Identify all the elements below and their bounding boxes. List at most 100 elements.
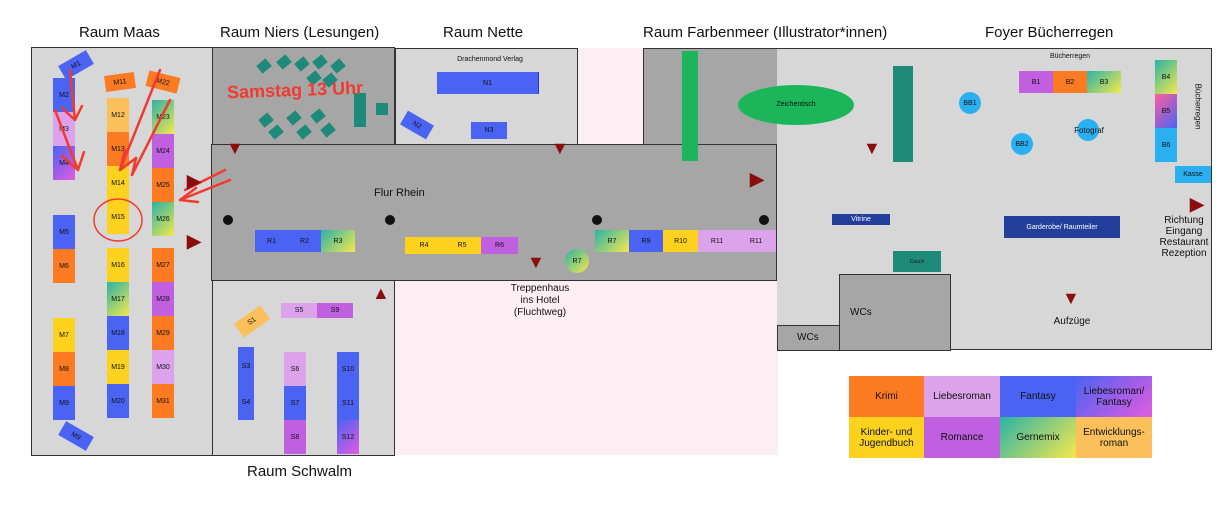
legend-kinder-jugendbuch: Kinder- und Jugendbuch: [849, 417, 924, 458]
legend-gernemix: Gernemix: [1000, 417, 1076, 458]
stand-m24[interactable]: M24: [152, 134, 174, 168]
stand-s9[interactable]: S9: [317, 303, 353, 318]
legend-krimi: Krimi: [849, 376, 924, 417]
stand-bb2[interactable]: BB2: [1011, 133, 1033, 155]
stand-m29[interactable]: M29: [152, 316, 174, 350]
arrow-maas-right-1: ▶: [187, 171, 201, 191]
stand-b2[interactable]: B2: [1053, 71, 1087, 93]
arrow-flur-right: ▶: [750, 169, 764, 189]
fotograf-circle: [1077, 119, 1099, 141]
stand-m31[interactable]: M31: [152, 384, 174, 418]
wc-right: [839, 274, 951, 351]
stand-m2[interactable]: M2: [53, 78, 75, 112]
stand-m20[interactable]: M20: [107, 384, 129, 418]
flur-rhein-label: Flur Rhein: [374, 187, 425, 199]
stand-m25[interactable]: M25: [152, 168, 174, 202]
stand-m8[interactable]: M8: [53, 352, 75, 386]
stand-n3[interactable]: N3: [471, 122, 507, 139]
stand-m19[interactable]: M19: [107, 350, 129, 384]
stand-r10[interactable]: R10: [663, 230, 698, 252]
stand-b4[interactable]: B4: [1155, 60, 1177, 94]
stand-m4[interactable]: M4: [53, 146, 75, 180]
stand-m9[interactable]: M9: [53, 386, 75, 420]
stand-m26[interactable]: M26: [152, 202, 174, 236]
arrow-nette-down: ▼: [551, 138, 569, 158]
treppenhaus-label: Treppenhaus ins Hotel (Fluchtweg): [510, 283, 570, 318]
legend-romance: Romance: [924, 417, 1000, 458]
legend-liebesroman: Liebesroman: [924, 376, 1000, 417]
legend-fantasy: Fantasy: [1000, 376, 1076, 417]
arrow-aufzuege-down: ▼: [1062, 288, 1080, 308]
legend-liebesroman-fantasy: Liebesroman/ Fantasy: [1076, 376, 1152, 417]
couch: Couch: [893, 251, 941, 272]
room-label-maas: Raum Maas: [79, 24, 160, 41]
room-flur-rhein: [211, 144, 777, 281]
stand-m18[interactable]: M18: [107, 316, 129, 350]
pillar-4: [759, 215, 769, 225]
stand-m28[interactable]: M28: [152, 282, 174, 316]
stand-m16[interactable]: M16: [107, 248, 129, 282]
stand-bb1[interactable]: BB1: [959, 92, 981, 114]
stand-m30[interactable]: M30: [152, 350, 174, 384]
stand-n1[interactable]: N1: [437, 72, 539, 94]
kasse[interactable]: Kasse: [1175, 166, 1211, 183]
stand-m6[interactable]: M6: [53, 249, 75, 283]
stand-r3[interactable]: R3: [321, 230, 355, 252]
stand-s4[interactable]: S4: [238, 385, 254, 420]
zeichentisch: [738, 85, 854, 125]
arrow-niers-down: ▼: [226, 138, 244, 158]
room-label-farbenmeer: Raum Farbenmeer (Illustrator*innen): [643, 24, 888, 41]
room-label-nette: Raum Nette: [443, 24, 524, 41]
stand-b3[interactable]: B3: [1087, 71, 1121, 93]
stand-m12[interactable]: M12: [107, 98, 129, 132]
stand-r6[interactable]: R6: [481, 237, 518, 254]
buecherregen-vertical-label: Bücherregen: [1193, 83, 1203, 130]
zeichentisch-label: Zeichentisch: [776, 101, 816, 108]
wcs-label-left: WCs: [797, 332, 819, 343]
stand-m15[interactable]: M15: [107, 200, 129, 234]
richtung-label: Richtung Eingang Restaurant Rezeption: [1159, 215, 1209, 259]
stand-s8[interactable]: S8: [284, 420, 306, 454]
niers-seating: [256, 54, 388, 140]
stand-r11a[interactable]: R11: [698, 230, 736, 252]
stand-s10[interactable]: S10: [337, 352, 359, 386]
stand-r4[interactable]: R4: [405, 237, 443, 254]
stand-s7[interactable]: S7: [284, 386, 306, 420]
stand-s5[interactable]: S5: [281, 303, 317, 318]
aufzuege-label: Aufzüge: [1053, 316, 1091, 327]
farbenmeer-table-1: [682, 51, 698, 161]
legend-entwicklungsroman: Entwicklungs- roman: [1076, 417, 1152, 458]
stand-s6[interactable]: S6: [284, 352, 306, 386]
stand-s12[interactable]: S12: [337, 420, 359, 454]
stand-r1[interactable]: R1: [255, 230, 288, 252]
arrow-farbenmeer-down: ▼: [863, 138, 881, 158]
stand-m7[interactable]: M7: [53, 318, 75, 352]
stand-s3[interactable]: S3: [238, 347, 254, 385]
vitrine: Vitrine: [832, 214, 890, 225]
wc-left: [777, 325, 840, 351]
stand-m17[interactable]: M17: [107, 282, 129, 316]
stand-s11[interactable]: S11: [337, 386, 359, 420]
stand-b1[interactable]: B1: [1019, 71, 1053, 93]
foyer-shelf-teal: [893, 66, 913, 162]
wcs-label-right: WCs: [850, 307, 872, 318]
stand-b5[interactable]: B5: [1155, 94, 1177, 128]
stand-m5[interactable]: M5: [53, 215, 75, 249]
fotograf-label: Fotograf: [1074, 126, 1104, 135]
stand-r9[interactable]: R9: [629, 230, 663, 252]
pink-area-bottom: [395, 280, 778, 455]
pillar-1: [223, 215, 233, 225]
stand-b6[interactable]: B6: [1155, 128, 1177, 162]
stand-r5[interactable]: R5: [443, 237, 481, 254]
room-label-schwalm: Raum Schwalm: [247, 463, 353, 480]
stand-r7-round[interactable]: R7: [565, 249, 589, 273]
stand-r11b[interactable]: R11: [736, 230, 776, 252]
stand-m27[interactable]: M27: [152, 248, 174, 282]
stand-m14[interactable]: M14: [107, 166, 129, 200]
garderobe: Garderobe/ Raumteiler: [1004, 216, 1120, 238]
annotation-scribbles: [53, 68, 232, 242]
stand-r7[interactable]: R7: [595, 230, 629, 252]
arrow-treppenhaus-down: ▼: [527, 252, 545, 272]
stand-r2[interactable]: R2: [288, 230, 321, 252]
room-label-niers: Raum Niers (Lesungen): [220, 24, 380, 41]
